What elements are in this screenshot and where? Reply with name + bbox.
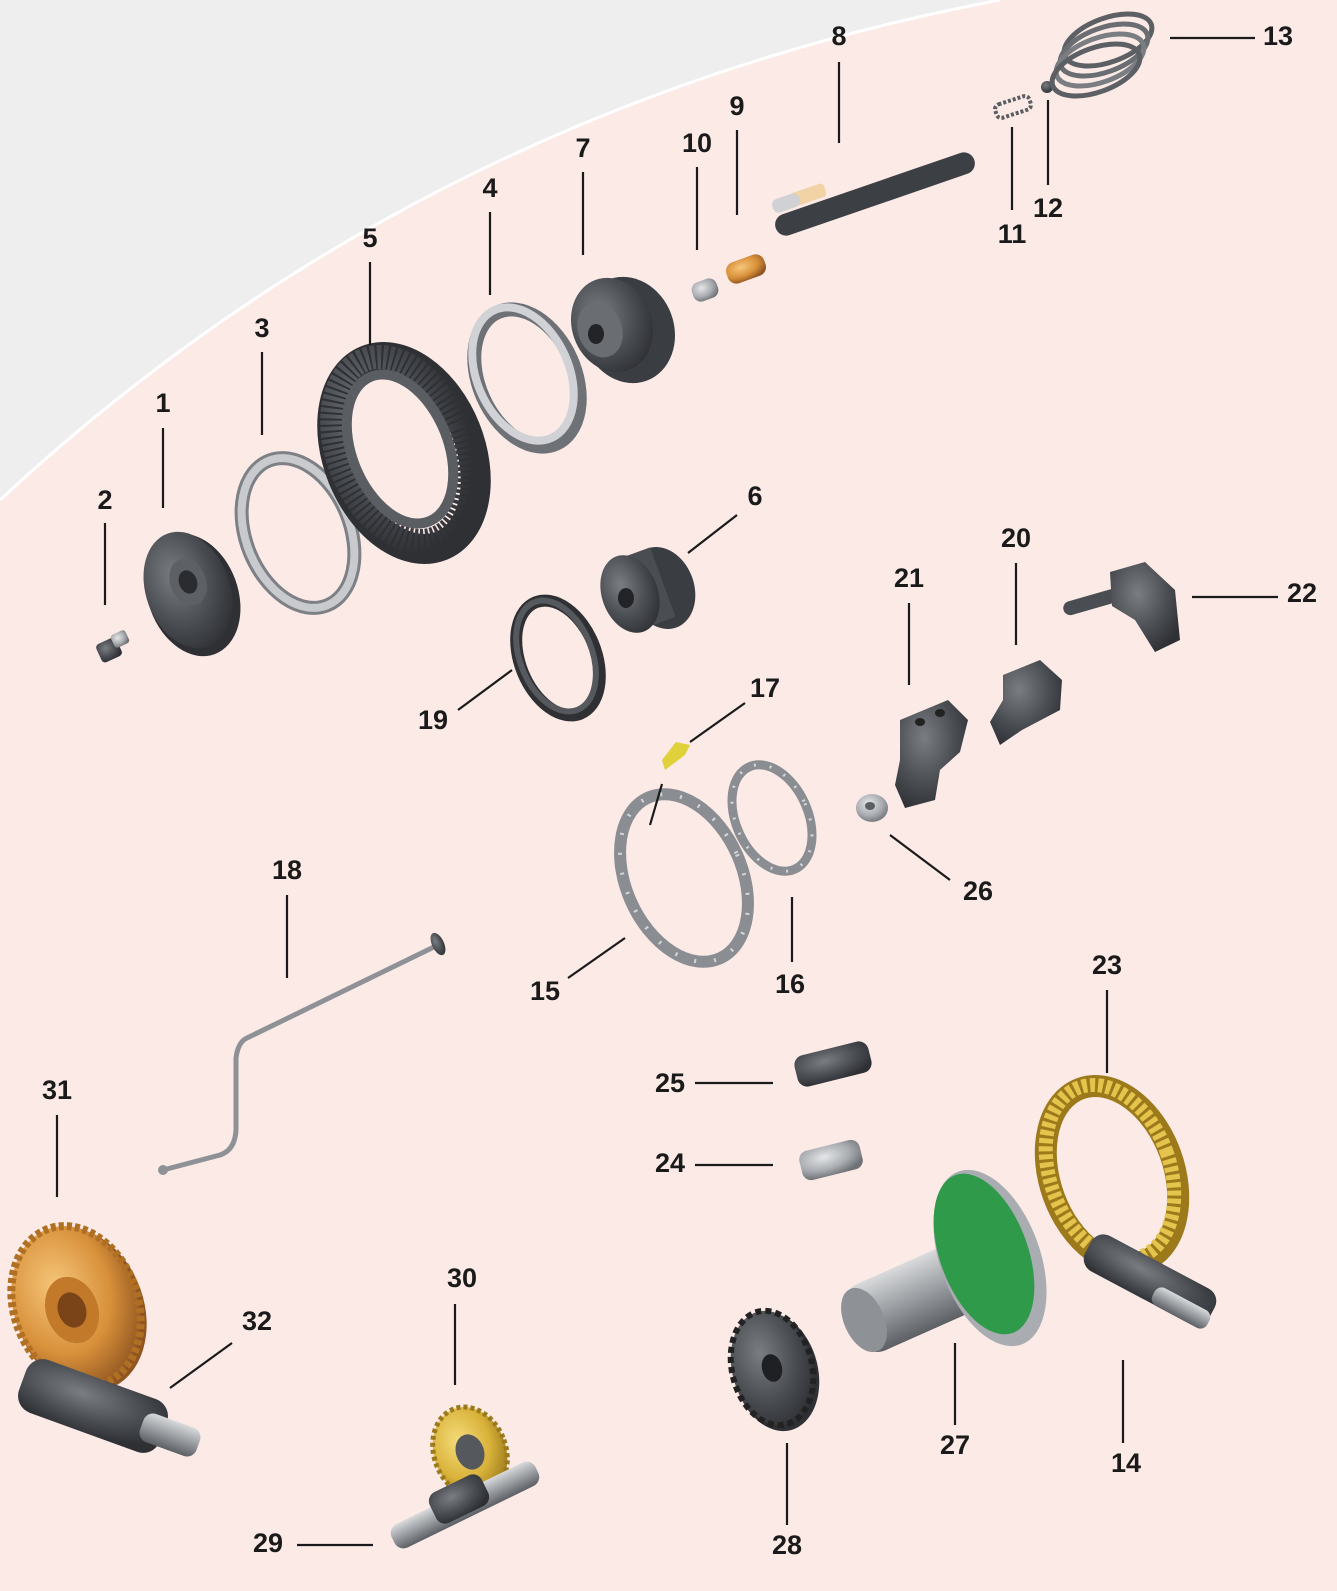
part-1-hub-flange <box>143 531 241 657</box>
part-17-plug <box>662 742 690 770</box>
label-32: 32 <box>242 1306 272 1336</box>
part-25-spline-shaft <box>794 1041 872 1087</box>
label-26: 26 <box>963 876 993 906</box>
part-9-bushing <box>725 254 767 284</box>
callout-labels: 1 2 3 4 5 6 7 8 9 10 11 12 13 14 15 16 1… <box>42 21 1317 1560</box>
part-26-washer <box>856 794 888 822</box>
part-21-bracket <box>895 700 968 808</box>
part-24-pinion <box>799 1139 863 1181</box>
part-8-shaft <box>772 152 975 236</box>
label-4: 4 <box>482 173 497 203</box>
label-17: 17 <box>750 673 780 703</box>
label-27: 27 <box>940 1430 970 1460</box>
part-13-coil-spring <box>1049 11 1155 99</box>
part-16-gasket <box>727 760 817 876</box>
panel-edge <box>0 0 1001 502</box>
part-20-block <box>990 660 1062 745</box>
label-2: 2 <box>97 485 112 515</box>
label-6: 6 <box>747 481 762 511</box>
label-8: 8 <box>831 21 846 51</box>
label-18: 18 <box>272 855 302 885</box>
part-28-spur-gear <box>727 1307 820 1432</box>
label-23: 23 <box>1092 950 1122 980</box>
background-panel <box>0 0 1000 500</box>
label-31: 31 <box>42 1075 72 1105</box>
leader-lines <box>55 36 1278 1547</box>
part-5-gear-ring <box>317 342 491 564</box>
part-7-stepped-hub <box>570 276 676 384</box>
part-29-small-worm <box>390 1461 540 1549</box>
label-3: 3 <box>254 313 269 343</box>
part-14-worm-shaft <box>1083 1234 1217 1329</box>
part-11-small-spring <box>993 94 1033 120</box>
part-15-gasket <box>614 788 754 968</box>
part-22-arm <box>1063 562 1180 652</box>
label-10: 10 <box>682 128 712 158</box>
part-19-dark-ring <box>510 594 606 722</box>
label-19: 19 <box>418 705 448 735</box>
part-31-copper-gear <box>7 1222 147 1392</box>
label-11: 11 <box>998 219 1027 249</box>
label-5: 5 <box>362 223 377 253</box>
part-18-wire-rod <box>158 932 446 1175</box>
label-30: 30 <box>447 1263 477 1293</box>
label-14: 14 <box>1111 1448 1141 1478</box>
label-16: 16 <box>775 969 805 999</box>
label-24: 24 <box>655 1148 685 1178</box>
label-29: 29 <box>253 1528 283 1558</box>
part-4-bearing-ring <box>467 302 587 454</box>
part-10-sleeve <box>691 278 719 302</box>
part-2-screw <box>96 630 130 663</box>
part-27-flanged-shaft <box>841 1169 1047 1353</box>
label-21: 21 <box>894 563 924 593</box>
label-22: 22 <box>1287 578 1317 608</box>
label-20: 20 <box>1001 523 1031 553</box>
part-32-worm-shaft <box>18 1359 201 1457</box>
label-7: 7 <box>575 133 590 163</box>
label-13: 13 <box>1263 21 1293 51</box>
label-15: 15 <box>530 976 560 1006</box>
part-30-small-gear <box>430 1404 510 1500</box>
part-6-pulley-hub <box>600 547 696 633</box>
label-12: 12 <box>1033 193 1063 223</box>
label-25: 25 <box>655 1068 685 1098</box>
label-9: 9 <box>729 91 744 121</box>
label-28: 28 <box>772 1530 802 1560</box>
label-1: 1 <box>155 388 170 418</box>
